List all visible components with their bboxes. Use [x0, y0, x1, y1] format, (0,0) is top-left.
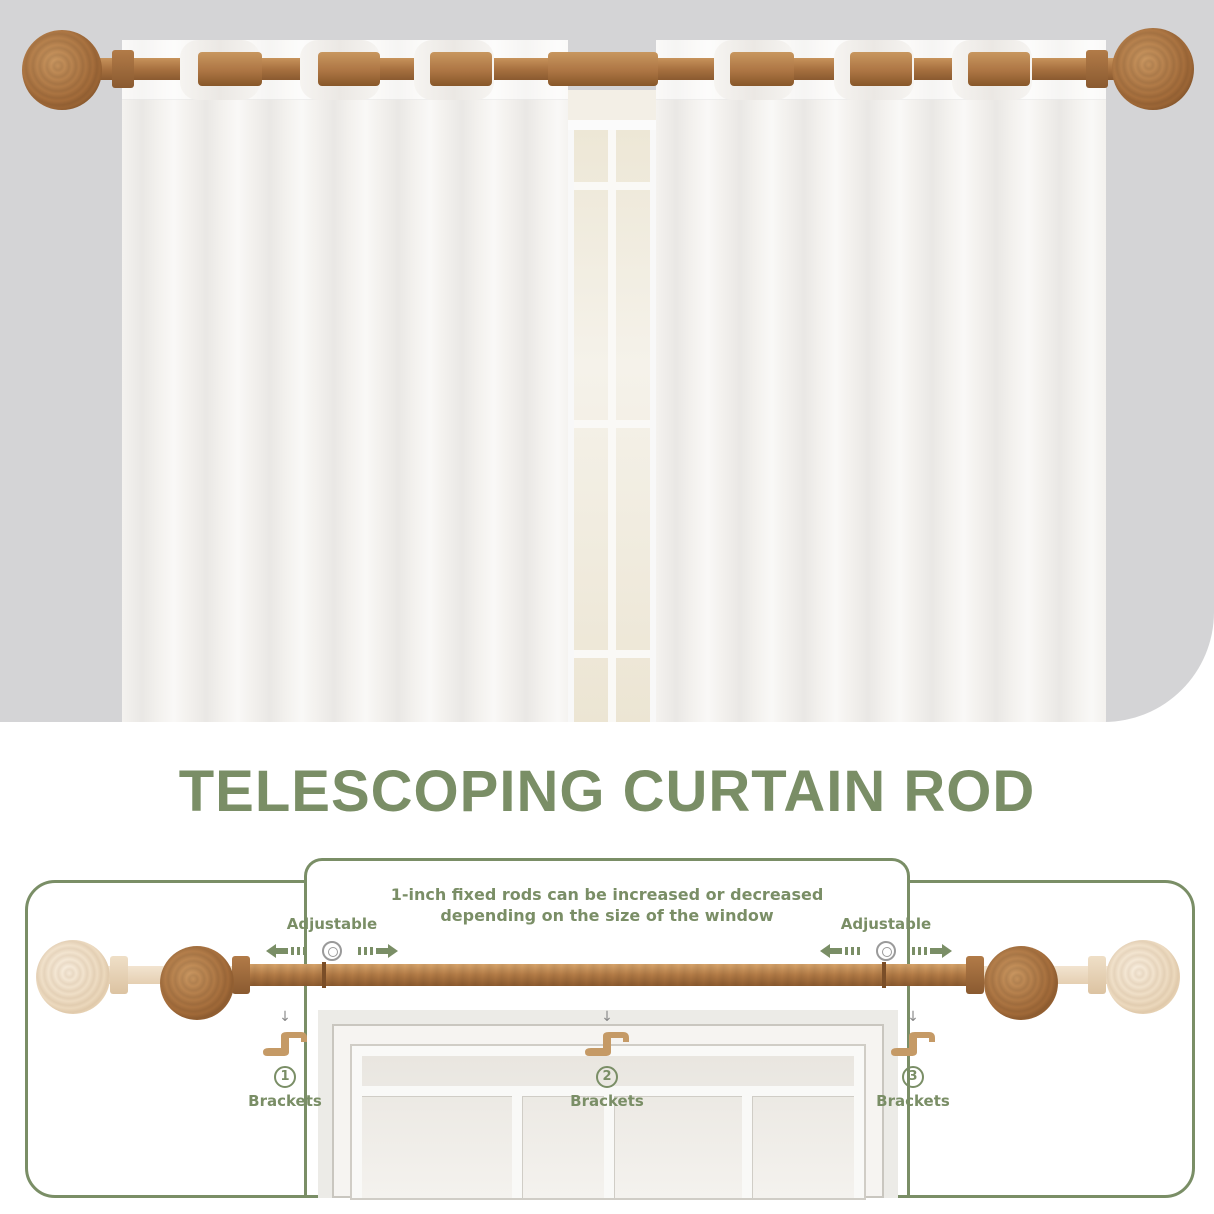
target-icon	[322, 941, 342, 961]
down-arrow-icon: ↓	[907, 1009, 919, 1025]
curtain-panel-right	[656, 40, 1106, 722]
finial-collar-left	[112, 50, 134, 88]
arrow-left-icon	[820, 944, 860, 958]
window-illustration	[318, 1010, 898, 1198]
ghost-collar-right	[1088, 956, 1106, 994]
window-pane-divider	[742, 1096, 752, 1198]
rod-note-line1: 1-inch fixed rods can be increased or de…	[390, 885, 824, 904]
headline: TELESCOPING CURTAIN ROD	[178, 759, 1036, 824]
finial-ball-right	[1112, 28, 1194, 110]
target-icon	[876, 941, 896, 961]
rod-note-line2: depending on the size of the window	[440, 906, 774, 925]
bracket-number: 3	[902, 1066, 924, 1088]
arrow-right-icon	[358, 944, 398, 958]
arrow-left-icon	[266, 944, 306, 958]
bracket-2: ↓ 2 Brackets	[562, 1008, 652, 1110]
finial-ball-left	[22, 30, 102, 110]
rod-joint	[882, 962, 886, 988]
ghost-finial-right	[1106, 940, 1180, 1014]
adjust-indicator	[262, 940, 402, 962]
window-pane-divider	[362, 1086, 854, 1096]
window-mullion	[574, 182, 650, 190]
finial-collar-left	[232, 956, 250, 994]
bracket-number: 2	[596, 1066, 618, 1088]
adjustable-right: Adjustable	[816, 914, 956, 962]
bracket-icon	[585, 1032, 629, 1056]
rod-segment	[730, 52, 794, 86]
window-pane-divider	[604, 1096, 614, 1198]
adjustable-label: Adjustable	[840, 915, 932, 933]
telescoping-rod	[236, 964, 980, 986]
rod-segment	[548, 52, 658, 86]
rod-segment	[198, 52, 262, 86]
rod-segment	[850, 52, 912, 86]
adjustable-label: Adjustable	[286, 915, 378, 933]
bracket-label: Brackets	[248, 1092, 322, 1110]
adjustable-left: Adjustable	[262, 914, 402, 962]
adjust-indicator	[816, 940, 956, 962]
bracket-icon	[891, 1032, 935, 1056]
down-arrow-icon: ↓	[601, 1009, 613, 1025]
window-frame	[566, 130, 658, 722]
bracket-number: 1	[274, 1066, 296, 1088]
rod-joint	[322, 962, 326, 988]
finial-collar-right	[1086, 50, 1108, 88]
bracket-label: Brackets	[876, 1092, 950, 1110]
rod-segment	[968, 52, 1030, 86]
ghost-collar-left	[110, 956, 128, 994]
window-mullion	[574, 650, 650, 658]
bracket-label: Brackets	[570, 1092, 644, 1110]
ghost-finial-left	[36, 940, 110, 1014]
product-photo	[0, 0, 1214, 722]
finial-ball-right	[984, 946, 1058, 1020]
down-arrow-icon: ↓	[279, 1009, 291, 1025]
rod-note: 1-inch fixed rods can be increased or de…	[320, 884, 894, 926]
window-mullion	[574, 420, 650, 428]
finial-ball-left	[160, 946, 234, 1020]
bracket-icon	[263, 1032, 307, 1056]
bracket-1: ↓ 1 Brackets	[240, 1008, 330, 1110]
arrow-right-icon	[912, 944, 952, 958]
finial-collar-right	[966, 956, 984, 994]
bracket-3: ↓ 3 Brackets	[868, 1008, 958, 1110]
curtain-panel-left	[122, 40, 568, 722]
window-outer-trim	[318, 1010, 898, 1198]
rod-segment	[318, 52, 380, 86]
diagram-mask	[307, 878, 907, 918]
window-pane-divider	[512, 1096, 522, 1198]
rod-segment	[430, 52, 492, 86]
